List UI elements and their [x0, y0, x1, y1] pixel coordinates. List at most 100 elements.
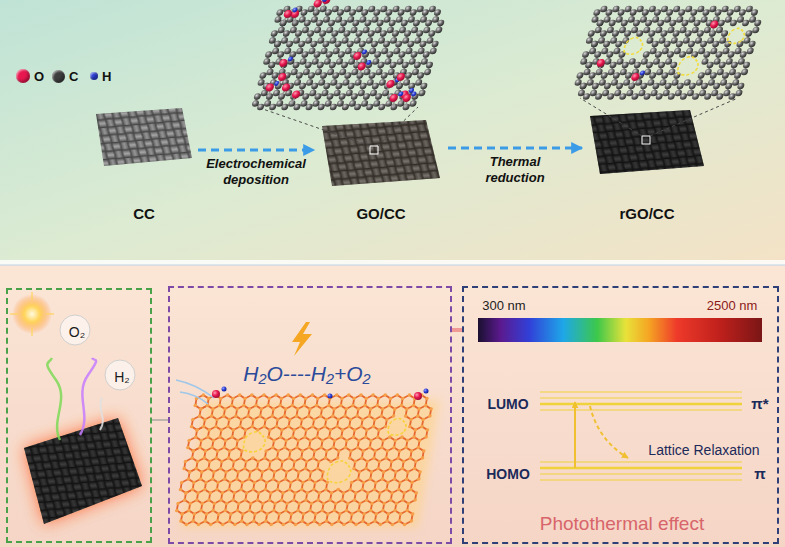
- sun-rays: [10, 292, 54, 336]
- atom: [340, 20, 348, 27]
- atom: [350, 93, 358, 100]
- atom: [611, 30, 619, 37]
- atom: [327, 20, 335, 27]
- atom: [380, 6, 388, 13]
- atom: [576, 72, 584, 79]
- atom: [310, 41, 318, 48]
- atom: [672, 6, 680, 13]
- rgo-cloth-piece: [24, 418, 142, 524]
- atom: [335, 83, 343, 90]
- atom: [317, 104, 325, 111]
- atom: [302, 93, 310, 100]
- atom: [412, 20, 420, 27]
- atom: [735, 90, 743, 97]
- atom: [721, 6, 729, 13]
- atom: [416, 72, 424, 79]
- atom: [285, 41, 293, 48]
- atom: [355, 30, 363, 37]
- atom: [366, 104, 374, 111]
- atom: [362, 93, 370, 100]
- atom: [720, 30, 728, 37]
- atom: [685, 6, 693, 13]
- atom: [355, 6, 363, 13]
- atom: [703, 51, 711, 58]
- functional-group: [351, 50, 368, 65]
- atom: [268, 62, 276, 69]
- sheet-lattice: [172, 393, 435, 526]
- atom: [602, 41, 610, 48]
- atom: [337, 51, 345, 58]
- rgo-cloth: [590, 110, 704, 174]
- atom: [341, 104, 349, 111]
- atom: [585, 62, 593, 69]
- atom: [729, 20, 737, 27]
- atom: [661, 72, 669, 79]
- atom: [295, 72, 303, 79]
- atom: [410, 51, 418, 58]
- atom: [593, 9, 601, 16]
- atom: [663, 41, 671, 48]
- atom: [419, 41, 427, 48]
- atom: [577, 90, 585, 97]
- atom: [681, 20, 689, 27]
- atom: [746, 48, 754, 55]
- atom: [645, 62, 653, 69]
- atom: [660, 6, 668, 13]
- atom: [276, 9, 284, 16]
- functional-group: [387, 92, 404, 107]
- atom: [409, 100, 417, 107]
- atom: [271, 48, 279, 55]
- atom: [670, 62, 678, 69]
- top-background: [0, 0, 785, 264]
- atom: [303, 20, 311, 27]
- atom: [609, 62, 617, 69]
- atom: [429, 48, 437, 55]
- atom: [612, 6, 620, 13]
- atom: [374, 93, 382, 100]
- atom: [696, 30, 704, 37]
- atom: [329, 104, 337, 111]
- rgo-lattice: [570, 6, 765, 100]
- atom: [651, 41, 659, 48]
- atom: [367, 30, 375, 37]
- go-molecule: [250, 0, 452, 110]
- atom: [615, 41, 623, 48]
- atom: [359, 83, 367, 90]
- atom: [739, 51, 747, 58]
- functional-group: [355, 60, 372, 75]
- zoom-square: [370, 146, 378, 154]
- functional-group: [281, 8, 298, 23]
- gas-bubble: [105, 360, 135, 390]
- atom: [338, 93, 346, 100]
- atom: [378, 104, 386, 111]
- atom: [435, 27, 443, 34]
- atom: [353, 104, 361, 111]
- carbon-cloth-tint: [96, 108, 192, 166]
- zoom-line: [580, 98, 642, 136]
- atom: [745, 6, 753, 13]
- atom: [579, 83, 587, 90]
- atom: [368, 6, 376, 13]
- atom: [632, 20, 640, 27]
- bottom-background: [0, 264, 785, 547]
- atom: [306, 30, 314, 37]
- vapor-stream: [47, 358, 61, 440]
- atom: [712, 83, 720, 90]
- atom: [590, 41, 598, 48]
- atom: [392, 6, 400, 13]
- atom: [379, 30, 387, 37]
- atom: [669, 20, 677, 27]
- atom: [633, 62, 641, 69]
- atom: [699, 41, 707, 48]
- functional-group: [311, 0, 328, 13]
- atom: [294, 30, 302, 37]
- atom: [307, 6, 315, 13]
- atom: [583, 69, 591, 76]
- atom: [603, 83, 611, 90]
- atom: [332, 72, 340, 79]
- atom: [697, 6, 705, 13]
- atom: [631, 93, 639, 100]
- atom: [721, 72, 729, 79]
- atom: [416, 30, 424, 37]
